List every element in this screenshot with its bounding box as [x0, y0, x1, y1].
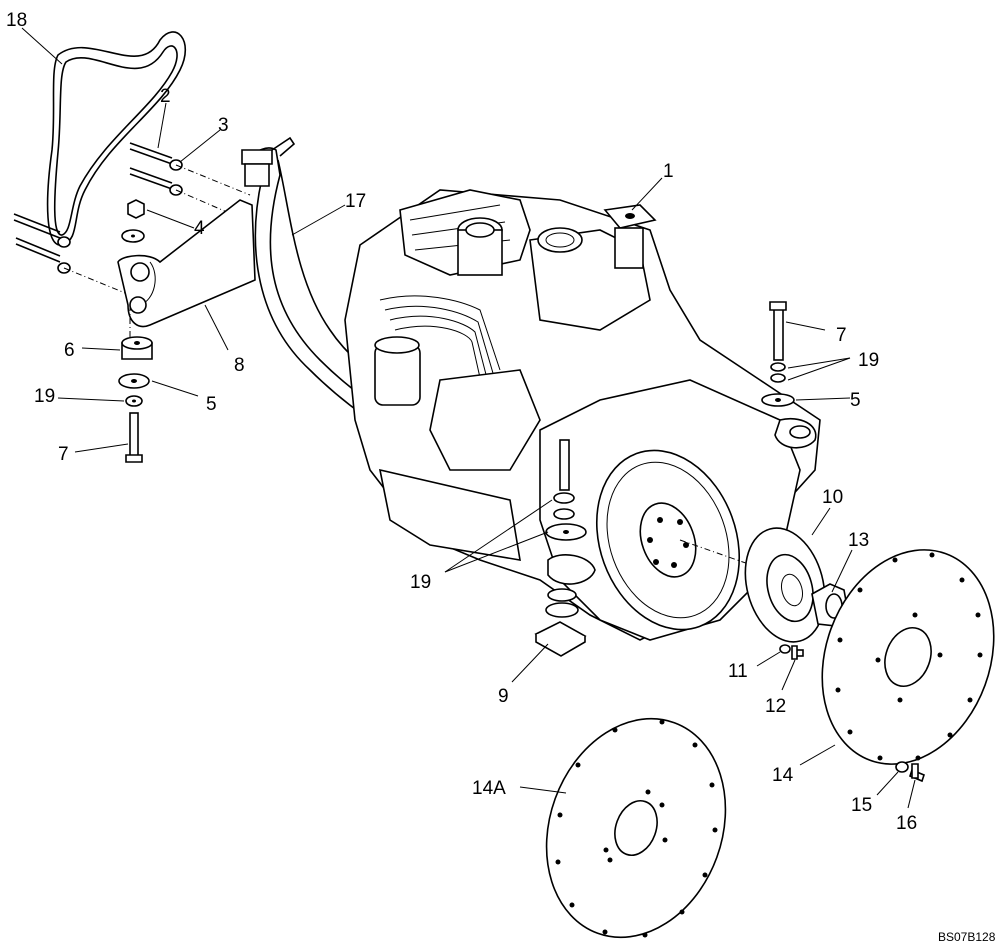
coupling-assembly [744, 527, 849, 660]
callout-13: 13 [848, 530, 869, 551]
callout-5-right: 5 [850, 390, 861, 411]
callout-8: 8 [234, 355, 245, 376]
callout-18: 18 [6, 10, 27, 31]
callout-12: 12 [765, 696, 786, 717]
callout-17: 17 [345, 191, 366, 212]
callout-11: 11 [728, 661, 748, 682]
callout-19-right: 19 [858, 350, 879, 371]
callout-19-center: 19 [410, 572, 431, 593]
callout-7-right: 7 [836, 325, 847, 346]
callout-2: 2 [160, 86, 171, 107]
callout-16: 16 [896, 813, 917, 834]
callout-3: 3 [218, 115, 229, 136]
callout-14a: 14A [472, 778, 506, 799]
drive-plate-14 [821, 549, 995, 783]
callout-10: 10 [822, 487, 843, 508]
figure-code: BS07B128 [938, 930, 996, 944]
leader-lines [21, 27, 916, 809]
drive-belt [46, 31, 186, 246]
callout-1: 1 [663, 161, 674, 182]
engine-mount-bracket [13, 142, 256, 463]
callout-7-left: 7 [58, 444, 69, 465]
callout-15: 15 [851, 795, 872, 816]
callout-5-left: 5 [206, 394, 217, 415]
callout-9: 9 [498, 686, 509, 707]
drive-plate-14a [545, 717, 727, 939]
callout-6: 6 [64, 340, 75, 361]
callout-14: 14 [772, 765, 794, 786]
engine-assembly [344, 189, 821, 657]
callout-19-left: 19 [34, 386, 55, 407]
callout-labels: 1 2 3 4 5 5 6 7 7 8 9 10 11 12 13 14 14A… [6, 10, 917, 834]
callout-4: 4 [194, 218, 205, 239]
